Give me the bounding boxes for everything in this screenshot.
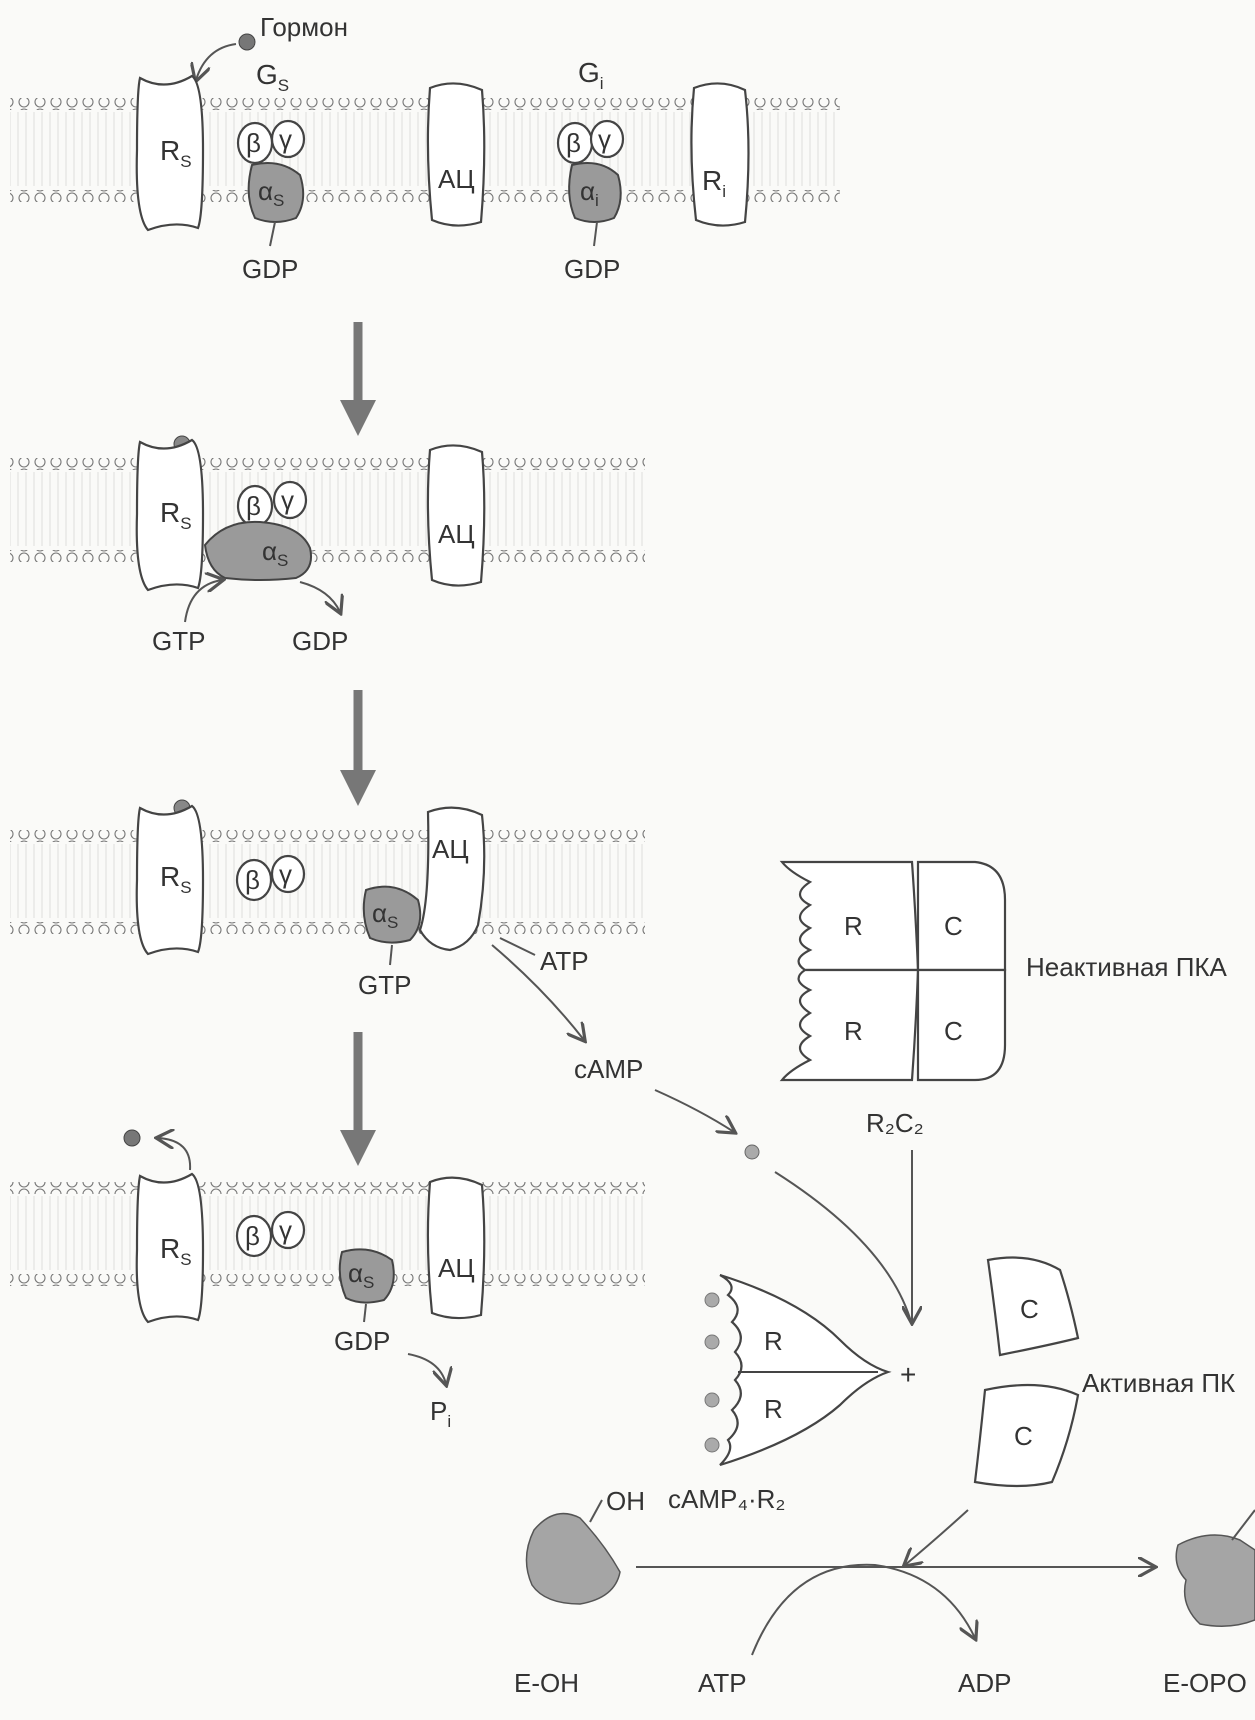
atp-link: [500, 938, 535, 955]
gdp-link-i: [594, 222, 597, 246]
gtp-label: GTP: [152, 626, 205, 656]
regulatory-dimer: [720, 1275, 888, 1465]
camp-arrow: [655, 1090, 734, 1132]
c-label: C: [1014, 1421, 1033, 1451]
beta-label: β: [246, 128, 261, 158]
inactive-pka: R C R C Неактивная ПКА R₂C₂: [782, 862, 1228, 1322]
r-label: R: [764, 1326, 783, 1356]
r-label: R: [844, 911, 863, 941]
gamma-i-label: γ: [598, 124, 611, 154]
atp-label: ATP: [540, 946, 589, 976]
bound-camp: [705, 1335, 719, 1349]
oh-bond: [590, 1500, 602, 1522]
gi-label: Gi: [578, 57, 604, 93]
bound-camp: [705, 1438, 719, 1452]
adp-label: ADP: [958, 1668, 1011, 1698]
hormone-arrow: [196, 44, 236, 80]
gtp-label-3: GTP: [358, 970, 411, 1000]
stage-4: RS β γ αS GDP Pi АЦ: [10, 1130, 645, 1431]
atp-adp-arrow: [752, 1565, 975, 1655]
receptor-ri: [691, 83, 748, 225]
membrane-4: [10, 1182, 645, 1286]
c-label: C: [944, 1016, 963, 1046]
alpha-s-subunit: [205, 522, 311, 580]
r-label: R: [844, 1016, 863, 1046]
ac-label: АЦ: [438, 519, 475, 549]
membrane-2: [10, 458, 645, 562]
ac-label: АЦ: [432, 834, 469, 864]
active-pka: C C Активная ПК: [905, 1258, 1235, 1565]
phosphate-bond: [1232, 1510, 1255, 1540]
bound-camp: [705, 1293, 719, 1307]
beta-i-label: β: [566, 128, 581, 158]
r2c2-label: R₂C₂: [866, 1108, 924, 1138]
membrane-3: [10, 830, 645, 934]
gdp-link-1: [270, 222, 275, 246]
gamma-label: γ: [279, 859, 292, 889]
phosphorylation-reaction: OH E-OH ATP ADP E-OPO: [514, 1486, 1255, 1698]
r-label: R: [764, 1394, 783, 1424]
gdp-label-4: GDP: [334, 1326, 390, 1356]
gs-label: GS: [256, 59, 289, 95]
gdp-out-arrow: [300, 582, 340, 612]
c-label: C: [944, 911, 963, 941]
camp4-r2-complex: R R cAMP₄·R₂ +: [668, 1275, 916, 1514]
camp-dot: [745, 1145, 759, 1159]
c-label: C: [1020, 1294, 1039, 1324]
oh-label: OH: [606, 1486, 645, 1516]
stage-1: Гормон RS GS β γ αS GDP АЦ Gi β γ αi GDP…: [10, 12, 840, 284]
pi-label: Pi: [430, 1396, 451, 1431]
active-pka-label: Активная ПК: [1082, 1368, 1235, 1398]
adenylyl-cyclase: [428, 445, 484, 585]
ac-label: АЦ: [438, 164, 475, 194]
adenylyl-cyclase: [428, 83, 484, 225]
beta-label: β: [245, 1221, 260, 1251]
adenylyl-cyclase: [428, 1178, 484, 1318]
beta-label: β: [245, 865, 260, 895]
gtp-link: [390, 945, 392, 965]
hormone-label: Гормон: [260, 12, 348, 42]
inactive-pka-label: Неактивная ПКА: [1026, 952, 1228, 982]
plus-sign: +: [900, 1359, 916, 1390]
gamma-label: γ: [279, 1215, 292, 1245]
hormone-dot: [239, 34, 255, 50]
atp-label-2: ATP: [698, 1668, 747, 1698]
gamma-label: γ: [281, 485, 294, 515]
gdp-link-4: [364, 1304, 366, 1322]
pi-release-arrow: [408, 1354, 446, 1384]
e-oh-label: E-OH: [514, 1668, 579, 1698]
gdp-label-i: GDP: [564, 254, 620, 284]
beta-label: β: [246, 491, 261, 521]
gdp-label-1: GDP: [242, 254, 298, 284]
camp-to-pka-arrow: [775, 1172, 912, 1325]
bound-camp: [705, 1393, 719, 1407]
adenylyl-cyclase-active: [420, 808, 484, 950]
camp4r2-label: cAMP₄·R₂: [668, 1484, 785, 1514]
hormone-release-arrow: [158, 1138, 190, 1170]
product-e-opo: [1176, 1535, 1255, 1626]
substrate-e-oh: [526, 1514, 620, 1604]
stage-2: RS β γ αS GTP GDP АЦ: [10, 436, 645, 656]
gamma-label: γ: [279, 124, 292, 154]
ac-label: АЦ: [438, 1253, 475, 1283]
camp-label: cAMP: [574, 1054, 643, 1084]
released-hormone-dot: [124, 1130, 140, 1146]
e-opo-label: E-OPO: [1163, 1668, 1247, 1698]
pka-action-arrow: [905, 1510, 968, 1565]
gdp-label: GDP: [292, 626, 348, 656]
